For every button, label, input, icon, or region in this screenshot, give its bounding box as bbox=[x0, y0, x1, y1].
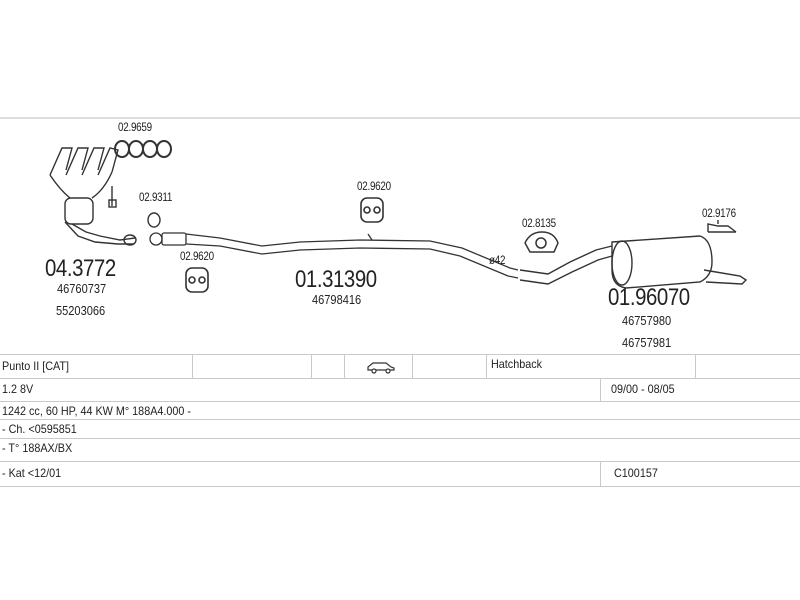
mid-hanger-drawing[interactable] bbox=[360, 197, 384, 223]
rear-hanger-drawing[interactable] bbox=[707, 220, 737, 233]
mid-hanger-code: 02.9620 bbox=[357, 179, 391, 193]
chassis-number: - Ch. <0595851 bbox=[2, 422, 77, 436]
vehicle-model: Punto II [CAT] bbox=[2, 359, 70, 373]
exhaust-system-diagram bbox=[0, 117, 800, 293]
catalyst-info: - Kat <12/01 bbox=[2, 466, 62, 480]
rear-muffler-oem-2: 46757981 bbox=[622, 335, 672, 350]
mid-pipe-code: 01.31390 bbox=[295, 266, 377, 293]
vehicle-type: - T° 188AX/BX bbox=[2, 441, 73, 455]
rear-muffler-code: 01.96070 bbox=[608, 284, 690, 311]
table-row: - Kat <12/01 C100157 bbox=[0, 462, 800, 487]
mid-pipe-drawing[interactable] bbox=[149, 232, 519, 279]
rear-muffler-oem-1: 46757980 bbox=[622, 313, 672, 328]
manifold-oem-2: 55203066 bbox=[56, 303, 106, 318]
table-row: Punto II [CAT] Hatchback bbox=[0, 354, 800, 379]
rear-clamp-drawing[interactable] bbox=[524, 231, 559, 253]
front-hanger-code: 02.9620 bbox=[180, 249, 214, 263]
rear-hanger-code: 02.9176 bbox=[702, 206, 736, 220]
engine-spec: 1242 cc, 60 HP, 44 KW M° 188A4.000 - bbox=[2, 404, 192, 418]
ring-gasket-code: 02.9311 bbox=[139, 190, 173, 204]
ring-gasket-drawing[interactable] bbox=[147, 212, 161, 228]
production-years: 09/00 - 08/05 bbox=[611, 382, 675, 396]
table-row: - T° 188AX/BX bbox=[0, 439, 800, 462]
gasket-set-code: 02.9659 bbox=[118, 120, 152, 134]
table-row: - Ch. <0595851 bbox=[0, 420, 800, 439]
pipe-diameter-label: ø42 bbox=[489, 253, 506, 267]
exhaust-manifold-drawing[interactable] bbox=[49, 147, 137, 246]
car-icon bbox=[367, 362, 395, 374]
table-row: 1.2 8V 09/00 - 08/05 bbox=[0, 378, 800, 402]
catalog-code: C100157 bbox=[614, 466, 658, 480]
rear-muffler-drawing[interactable] bbox=[519, 235, 748, 289]
manifold-oem-1: 46760737 bbox=[57, 281, 107, 296]
engine: 1.2 8V bbox=[2, 382, 34, 396]
table-row: 1242 cc, 60 HP, 44 KW M° 188A4.000 - bbox=[0, 402, 800, 420]
rear-clamp-code: 02.8135 bbox=[522, 216, 556, 230]
body-type: Hatchback bbox=[491, 357, 543, 371]
gasket-set-drawing[interactable] bbox=[114, 140, 172, 158]
manifold-code: 04.3772 bbox=[45, 255, 116, 282]
front-hanger-drawing[interactable] bbox=[185, 267, 209, 293]
mid-pipe-oem-1: 46798416 bbox=[312, 292, 362, 307]
